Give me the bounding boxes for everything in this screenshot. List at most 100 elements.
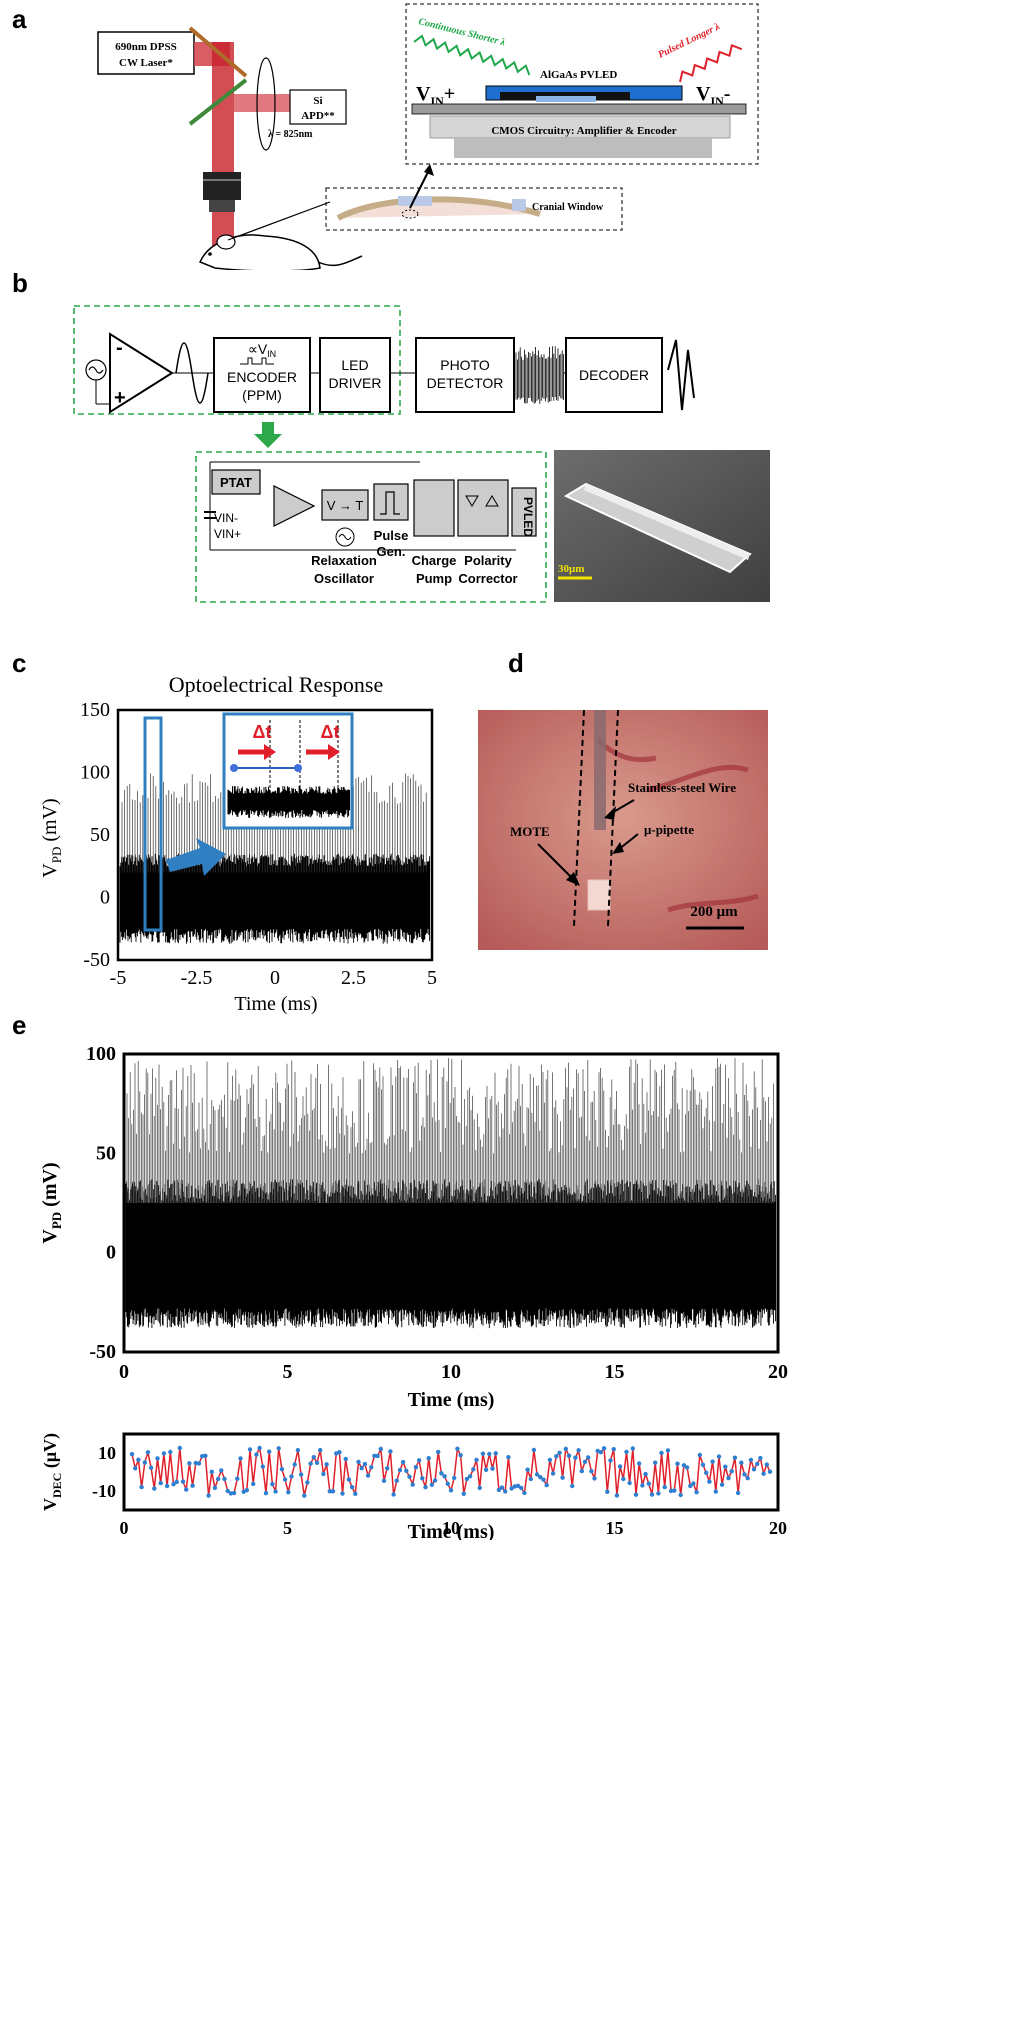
pvled-block <box>511 487 537 537</box>
encoder-top-label: ∝VIN <box>248 341 276 359</box>
ptat-block <box>211 469 261 495</box>
y-tick-label: -10 <box>92 1481 116 1501</box>
cranial-window-legend-swatch <box>512 199 526 211</box>
chart-c-zoom-arrow <box>166 838 226 876</box>
chart-e-main-xlabel: Time (ms) <box>408 1389 495 1411</box>
chart-e-decoded-point <box>286 1490 291 1495</box>
chart-e-decoded-point <box>528 1476 533 1482</box>
photo-label-2: DETECTOR <box>427 375 504 391</box>
chart-e-decoded-point <box>388 1449 393 1454</box>
relax-label-1: Relaxation <box>311 553 377 568</box>
chart-e-decoded-point <box>764 1462 769 1467</box>
chart-e-decoded-point <box>400 1459 406 1465</box>
laser-label-2: CW Laser* <box>119 57 173 69</box>
chart-e-decoded-point <box>592 1476 597 1481</box>
chart-e-decoded-point <box>458 1453 463 1458</box>
laser-label-1: 690nm DPSS <box>115 41 176 53</box>
chart-e-decoded-point <box>605 1489 610 1494</box>
pulsed-label: Pulsed Longer λ <box>656 21 722 61</box>
chart-c-inset-dt-2: Δt <box>321 722 340 742</box>
photodetector-block <box>415 337 515 413</box>
encoder-block <box>213 337 311 413</box>
chart-e-decoded-point <box>643 1471 648 1477</box>
chart-e-decoded-point <box>522 1490 527 1496</box>
chart-e-decoded-point <box>429 1482 435 1487</box>
charge-label-2: Pump <box>416 571 452 586</box>
chart-e-decoded-point <box>244 1488 249 1493</box>
x-tick-label: 20 <box>768 1361 788 1383</box>
led-label-2: DRIVER <box>329 375 382 391</box>
chart-e-decoded-point <box>448 1488 454 1493</box>
chart-e-decoded-point <box>152 1486 157 1491</box>
chart-e-decoded-point <box>563 1446 568 1452</box>
chart-e-decoded-point <box>767 1469 773 1474</box>
chart-e-decoded-point <box>410 1482 415 1487</box>
chart-e-decoded-point <box>461 1491 466 1496</box>
apd-label-1: Si <box>313 95 322 107</box>
chart-e-decoded-point <box>136 1457 141 1462</box>
chart-e-decoded-point <box>209 1469 214 1474</box>
chart-e-decoded-point <box>324 1462 329 1467</box>
chart-e-decoded-point <box>646 1481 651 1486</box>
chart-c-inset-dt-1: Δt <box>253 722 272 742</box>
vin-minus-label-b: VIN- <box>214 511 238 525</box>
mirror <box>188 26 248 78</box>
chart-e-decoded-point <box>321 1471 326 1477</box>
relax-label-2: Oscillator <box>314 571 374 586</box>
chart-e-decoded-frame <box>122 1432 780 1512</box>
chart-e-decoded-point <box>257 1445 262 1451</box>
chart-e-decoded-point <box>416 1458 422 1463</box>
chart-e-decoded-point <box>375 1453 380 1459</box>
cranial-window-label: Cranial Window <box>532 202 604 213</box>
chart-e-decoded-point <box>557 1450 562 1455</box>
chart-e-decoded-point <box>225 1488 230 1494</box>
chart-e-decoded-point <box>263 1490 269 1496</box>
objective-tip <box>209 200 235 212</box>
chart-e-decoded-point <box>196 1461 202 1466</box>
pulsed-wave <box>679 44 743 83</box>
chart-e-decoded-point <box>601 1446 607 1451</box>
chart-e-decoded-point <box>467 1474 473 1479</box>
detector-spike-lines <box>515 346 564 404</box>
pvled-label: AlGaAs PVLED <box>540 69 617 81</box>
pipette-outline-right <box>607 709 619 927</box>
chart-e-decoded-point <box>161 1451 167 1456</box>
chart-e-decoded-point <box>452 1475 457 1481</box>
pipette-outline-left <box>573 709 585 927</box>
chart-e-decoded-point <box>697 1452 702 1458</box>
chart-c-frame <box>116 708 434 962</box>
chart-e-decoded-ylabel: VDEC (μV) <box>40 1433 64 1511</box>
chart-e-decoded-point <box>570 1483 575 1489</box>
chart-e-decoded-point <box>385 1466 390 1471</box>
chart-e-decoded-point <box>719 1482 725 1487</box>
chart-e-decoded-point <box>700 1462 706 1467</box>
x-tick-label: 20 <box>769 1518 787 1538</box>
mouse-illustration <box>198 234 363 270</box>
y-tick-label: 0 <box>106 1242 116 1264</box>
chart-c-noise <box>119 853 431 944</box>
chart-e-decoded-point <box>436 1449 441 1455</box>
chart-e-decoded-point <box>729 1469 734 1474</box>
chart-e-decoded-point <box>668 1488 674 1494</box>
y-tick-label: 50 <box>90 824 110 846</box>
decoder-label: DECODER <box>579 367 649 383</box>
chart-e-decoded-point <box>483 1467 489 1472</box>
chart-e-decoded-point <box>554 1454 559 1459</box>
chart-e-decoded-point <box>509 1486 514 1491</box>
chart-e-decoded-point <box>710 1459 715 1464</box>
chart-e-decoded-point <box>238 1456 243 1461</box>
chart-e-decoded-point <box>158 1480 163 1486</box>
chart-e-decoded-point <box>346 1477 352 1482</box>
chart-e-decoded-point <box>353 1491 358 1496</box>
chart-e-decoded-point <box>713 1489 718 1494</box>
chart-e-decoded-point <box>445 1481 450 1486</box>
chart-e-decoded-point <box>327 1489 332 1494</box>
chart-e-decoded-point <box>675 1461 680 1466</box>
panel-label-c: c <box>12 648 27 678</box>
chart-e-decoded-point <box>474 1457 479 1463</box>
y-tick-label: 100 <box>80 762 110 784</box>
chart-e-main-frame <box>122 1052 780 1354</box>
